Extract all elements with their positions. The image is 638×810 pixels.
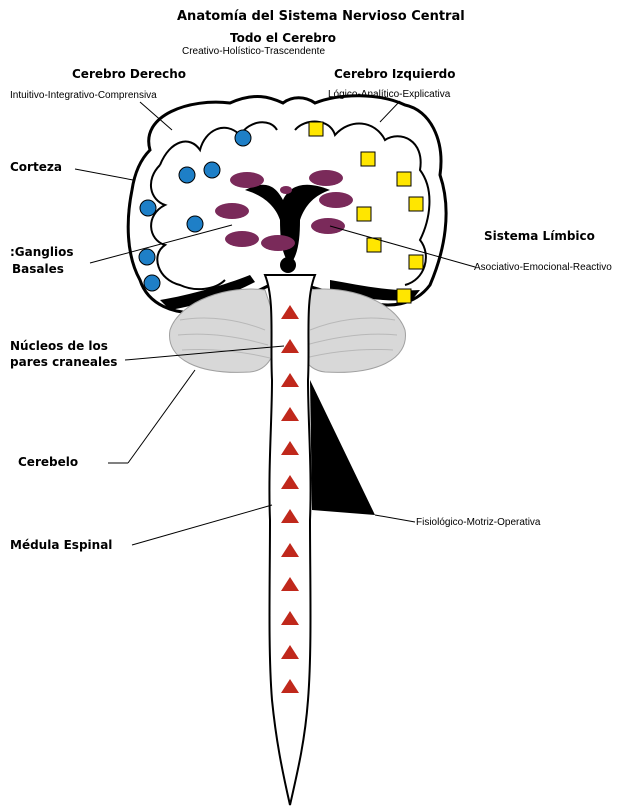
left-brain-square bbox=[409, 255, 423, 269]
left-brain-desc: Lógico-Analítico-Explicativa bbox=[328, 89, 450, 101]
limbic-ellipse bbox=[225, 231, 259, 247]
limbic-ellipse bbox=[280, 186, 292, 194]
label-medula: Médula Espinal bbox=[10, 539, 112, 553]
label-corteza: Corteza bbox=[10, 161, 62, 175]
motor-wedge bbox=[310, 380, 375, 515]
label-cerebelo: Cerebelo bbox=[18, 456, 78, 470]
third-ventricle bbox=[280, 257, 296, 273]
label-limbico: Sistema Límbico bbox=[484, 230, 595, 244]
right-brain-dot bbox=[187, 216, 203, 232]
limbic-ellipse bbox=[319, 192, 353, 208]
right-brain-desc: Intuitivo-Integrativo-Comprensiva bbox=[10, 90, 157, 102]
left-brain-square bbox=[357, 207, 371, 221]
right-brain-heading: Cerebro Derecho bbox=[72, 68, 186, 82]
spinal-cord bbox=[265, 275, 315, 805]
left-brain-square bbox=[397, 289, 411, 303]
leader-medula bbox=[132, 505, 272, 545]
label-nucleos-line1: Núcleos de los bbox=[10, 340, 108, 354]
left-brain-square bbox=[397, 172, 411, 186]
label-ganglios-line2: Basales bbox=[12, 263, 64, 277]
limbic-ellipse bbox=[230, 172, 264, 188]
limbic-ellipse bbox=[309, 170, 343, 186]
right-brain-dot bbox=[144, 275, 160, 291]
limbic-ellipse bbox=[215, 203, 249, 219]
right-brain-dot bbox=[235, 130, 251, 146]
left-brain-heading: Cerebro Izquierdo bbox=[334, 68, 456, 82]
right-brain-dot bbox=[204, 162, 220, 178]
right-brain-dot bbox=[179, 167, 195, 183]
leader-corteza bbox=[75, 169, 133, 180]
label-nucleos-line2: pares craneales bbox=[10, 356, 117, 370]
left-brain-square bbox=[361, 152, 375, 166]
right-brain-dot bbox=[139, 249, 155, 265]
left-brain-square bbox=[409, 197, 423, 211]
limbic-ellipse bbox=[311, 218, 345, 234]
limbic-ellipse bbox=[261, 235, 295, 251]
label-fisiologico: Fisiológico-Motriz-Operativa bbox=[416, 517, 540, 529]
right-brain-dot bbox=[140, 200, 156, 216]
subtitle-desc: Creativo-Holístico-Trascendente bbox=[182, 46, 325, 58]
left-brain-square bbox=[309, 122, 323, 136]
diagram-title: Anatomía del Sistema Nervioso Central bbox=[177, 10, 465, 25]
label-limbico-desc: Asociativo-Emocional-Reactivo bbox=[474, 262, 612, 274]
label-ganglios-line1: :Ganglios bbox=[10, 246, 74, 260]
leader-fisiologico bbox=[375, 515, 415, 522]
subtitle: Todo el Cerebro bbox=[230, 32, 336, 46]
leader-cerebelo-2 bbox=[128, 370, 195, 463]
